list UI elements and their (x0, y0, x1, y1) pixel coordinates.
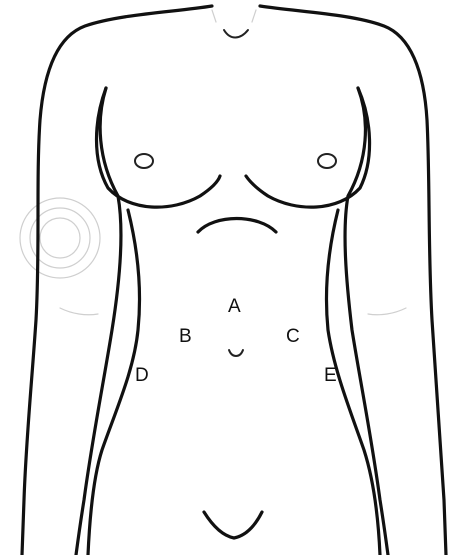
region-label-a: A (228, 296, 241, 317)
right-arm-inner-outline (345, 88, 388, 555)
groin-outline (204, 512, 262, 538)
region-label-b: B (179, 326, 192, 347)
rib-line (198, 219, 276, 233)
region-label-e: E (324, 365, 337, 386)
left-torso-outline (88, 210, 140, 555)
clavicle-notch (224, 30, 248, 38)
right-arm-outer-outline (260, 6, 446, 555)
region-label-c: C (286, 326, 300, 347)
neck-left-shadow (212, 10, 216, 22)
region-label-d: D (135, 365, 149, 386)
right-nipple (318, 154, 336, 168)
right-elbow-crease (368, 308, 406, 315)
left-nipple (135, 154, 153, 168)
left-elbow-crease (60, 308, 98, 315)
neck-right-shadow (252, 10, 256, 22)
watermark (20, 198, 100, 278)
navel (229, 350, 243, 356)
